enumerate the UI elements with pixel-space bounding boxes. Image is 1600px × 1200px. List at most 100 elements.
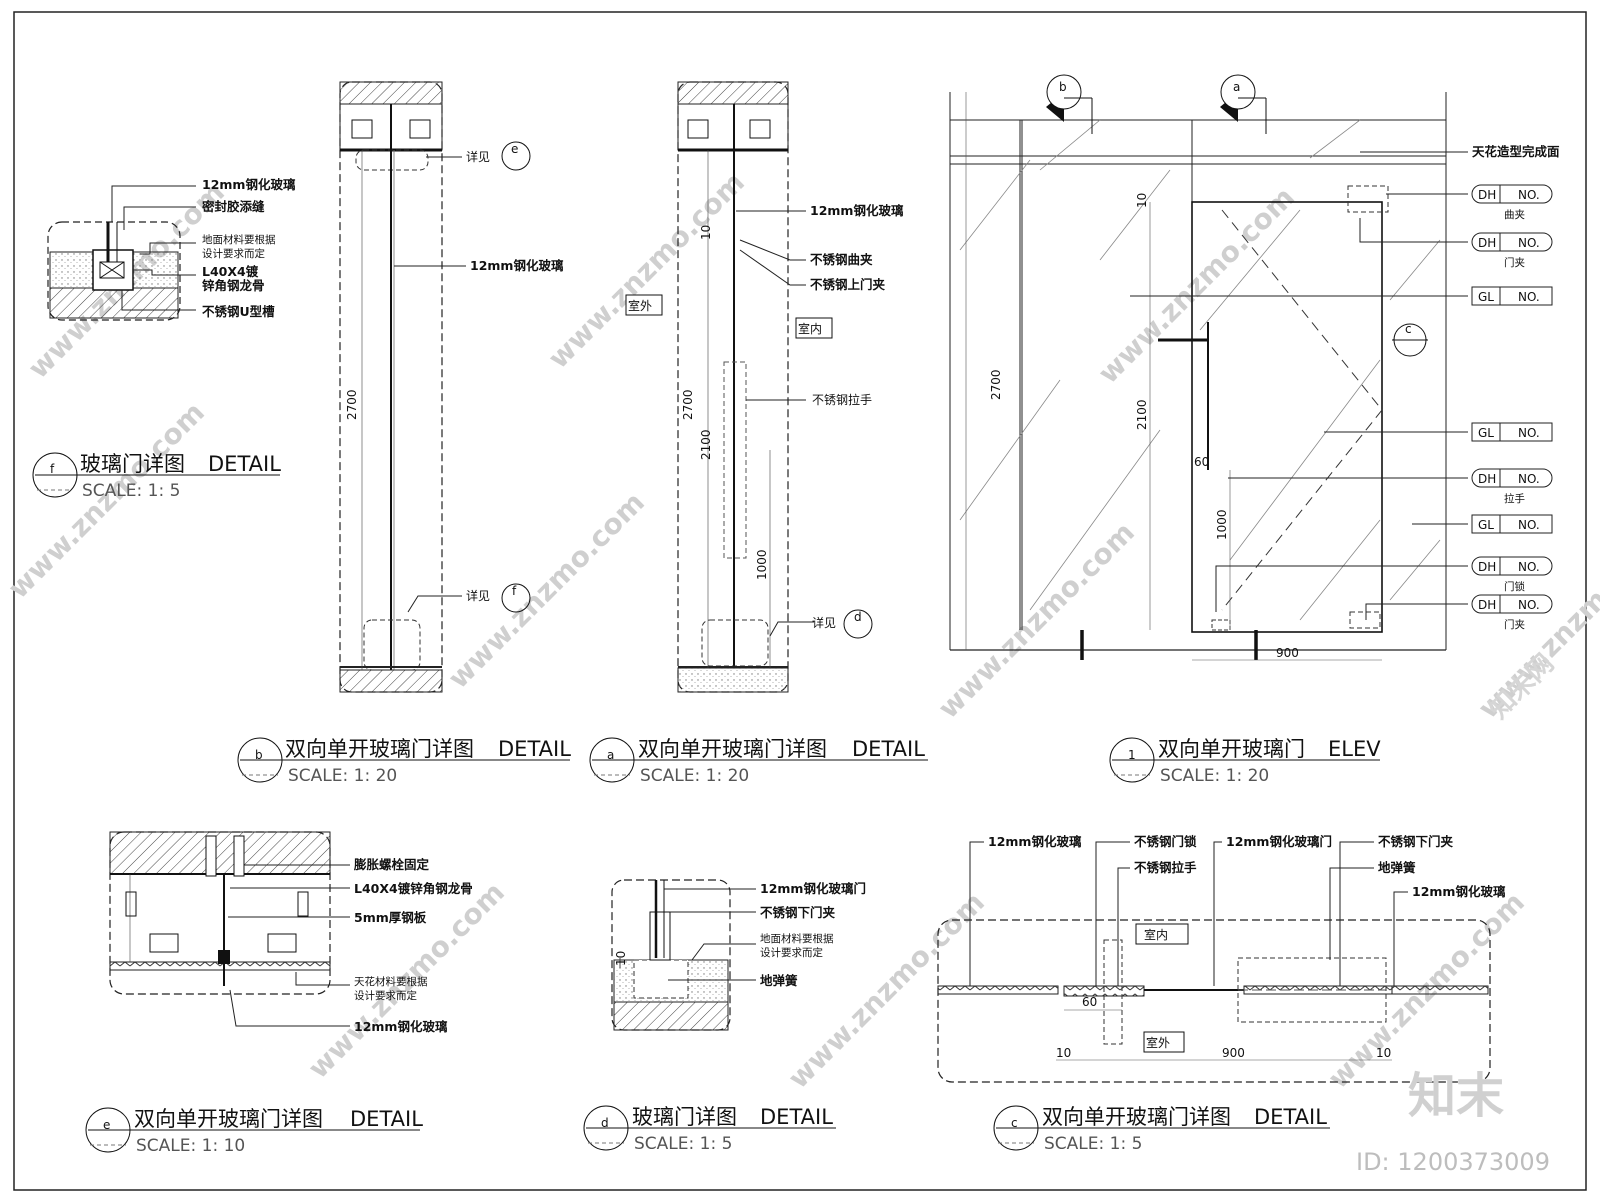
label: 不锈钢曲夹 [810, 252, 873, 267]
label: 密封胶添缝 [201, 199, 265, 214]
brand-logo: 知末 [1408, 1068, 1504, 1124]
dimension: 2700 [345, 389, 359, 420]
material-tag: DH NO. 门锁 [1471, 556, 1553, 593]
label: 12mm钢化玻璃 [354, 1019, 448, 1034]
label: 地弹簧 [1378, 860, 1416, 875]
label: 12mm钢化玻璃门 [1226, 834, 1332, 849]
view-scale: SCALE: 1: 5 [634, 1134, 732, 1154]
view-title: 双向单开玻璃门详图 [285, 737, 474, 761]
label: 12mm钢化玻璃 [1412, 884, 1506, 899]
dimension: 1000 [755, 549, 769, 580]
sheet-border [13, 11, 1587, 1191]
view-scale: SCALE: 1: 10 [136, 1136, 245, 1156]
material-tag: DH NO. 门夹 [1471, 594, 1553, 631]
label: 12mm钢化玻璃 [810, 203, 904, 218]
svg-text:NO.: NO. [1518, 518, 1540, 532]
view-d-floor-detail: 10 12mm钢化玻璃门 不锈钢下门夹 地面材料要根据 设计要求而定 地弹簧 d… [583, 879, 866, 1154]
view-e-top-detail: 膨胀螺栓固定 L40X4镀锌角钢龙骨 5mm厚钢板 天花材料要根据 设计要求而定… [85, 831, 473, 1156]
label: 不锈钢下门夹 [1378, 834, 1454, 849]
label: 天花造型完成面 [1472, 144, 1560, 159]
view-scale: SCALE: 1: 20 [1160, 766, 1269, 786]
view-title-suffix: DETAIL [208, 452, 281, 476]
label: 地面材料要根据 [202, 233, 276, 246]
view-a-section-detail: 室外 室内 2700 2100 10 1000 12mm钢化玻璃 不锈钢曲夹 不… [589, 81, 928, 786]
label: 设计要求而定 [354, 989, 417, 1002]
svg-text:DH: DH [1478, 188, 1496, 202]
dimension: 10 [699, 225, 713, 240]
label: 地面材料要根据 [760, 932, 834, 945]
section-marker: c [1405, 322, 1412, 336]
label: 12mm钢化玻璃 [202, 177, 296, 192]
view-scale: SCALE: 1: 20 [640, 766, 749, 786]
dimension: 2100 [1135, 399, 1149, 430]
label: 天花材料要根据 [354, 975, 428, 988]
svg-text:门锁: 门锁 [1504, 580, 1526, 593]
watermark-text: www.znzmo.com [932, 516, 1141, 725]
material-tag: DH NO. 门夹 [1471, 232, 1553, 269]
dimension: 2700 [989, 369, 1003, 400]
label: 不锈钢拉手 [812, 392, 872, 407]
dimension: 2700 [681, 389, 695, 420]
label: 12mm钢化玻璃门 [760, 881, 866, 896]
callout-tag: d [854, 610, 862, 624]
section-marker: b [1059, 80, 1067, 94]
svg-text:GL: GL [1478, 518, 1494, 532]
view-tag: 1 [1128, 748, 1136, 762]
svg-text:门夹: 门夹 [1504, 256, 1525, 269]
label: 详见 [812, 615, 836, 630]
label: 不锈钢U型槽 [202, 304, 275, 319]
material-tag: DH NO. 拉手 [1471, 468, 1553, 505]
view-1-elevation: b a c 2700 2100 10 60 1000 900 天花造型完成面 [949, 74, 1560, 786]
material-tag: GL NO. [1471, 514, 1553, 534]
dimension: 900 [1276, 646, 1299, 660]
svg-text:NO.: NO. [1518, 472, 1540, 486]
svg-text:NO.: NO. [1518, 598, 1540, 612]
svg-text:NO.: NO. [1518, 426, 1540, 440]
label: 不锈钢门锁 [1134, 834, 1197, 849]
view-title: 双向单开玻璃门详图 [638, 737, 827, 761]
dimension: 2100 [699, 429, 713, 460]
label: 5mm厚钢板 [354, 910, 427, 925]
view-tag: a [607, 748, 614, 762]
image-id: ID: 1200373009 [1356, 1148, 1550, 1176]
watermark-text: www.znzmo.com [1092, 181, 1301, 390]
label: 设计要求而定 [760, 946, 823, 959]
view-title-suffix: DETAIL [1254, 1105, 1327, 1129]
svg-text:GL: GL [1478, 426, 1494, 440]
svg-text:DH: DH [1478, 236, 1496, 250]
label: 12mm钢化玻璃 [988, 834, 1082, 849]
dimension: 10 [1376, 1046, 1391, 1060]
view-title-suffix: ELEV [1328, 737, 1381, 761]
view-c-plan-detail: 室内 室外 12mm钢化玻璃 不锈钢门锁 不锈钢拉手 12mm钢化玻璃门 不锈钢… [937, 834, 1506, 1154]
view-title: 双向单开玻璃门详图 [134, 1107, 323, 1131]
label: 详见 [466, 149, 490, 164]
dimension: 10 [614, 951, 628, 966]
outside-label: 室外 [1146, 1035, 1170, 1050]
dimension: 1000 [1215, 509, 1229, 540]
svg-text:NO.: NO. [1518, 560, 1540, 574]
material-tag: GL NO. [1471, 422, 1553, 442]
svg-text:DH: DH [1478, 598, 1496, 612]
view-title-suffix: DETAIL [350, 1107, 423, 1131]
label: 膨胀螺栓固定 [353, 857, 430, 872]
view-title-suffix: DETAIL [852, 737, 925, 761]
svg-text:拉手: 拉手 [1504, 492, 1525, 505]
view-tag: e [103, 1118, 110, 1132]
svg-text:GL: GL [1478, 290, 1494, 304]
view-tag: c [1011, 1116, 1018, 1130]
view-tag: d [601, 1116, 609, 1130]
label: L40X4镀锌角钢龙骨 [354, 881, 473, 896]
view-scale: SCALE: 1: 5 [1044, 1134, 1142, 1154]
view-title: 玻璃门详图 [632, 1105, 737, 1129]
svg-text:NO.: NO. [1518, 290, 1540, 304]
label: 不锈钢下门夹 [760, 905, 836, 920]
svg-text:DH: DH [1478, 560, 1496, 574]
dimension: 60 [1082, 995, 1097, 1009]
watermark-text: www.znzmo.com [542, 166, 751, 375]
dimension: 10 [1135, 193, 1149, 208]
view-tag: b [255, 748, 263, 762]
section-marker: a [1233, 80, 1240, 94]
view-title: 玻璃门详图 [80, 452, 185, 476]
label: 不锈钢上门夹 [810, 277, 886, 292]
